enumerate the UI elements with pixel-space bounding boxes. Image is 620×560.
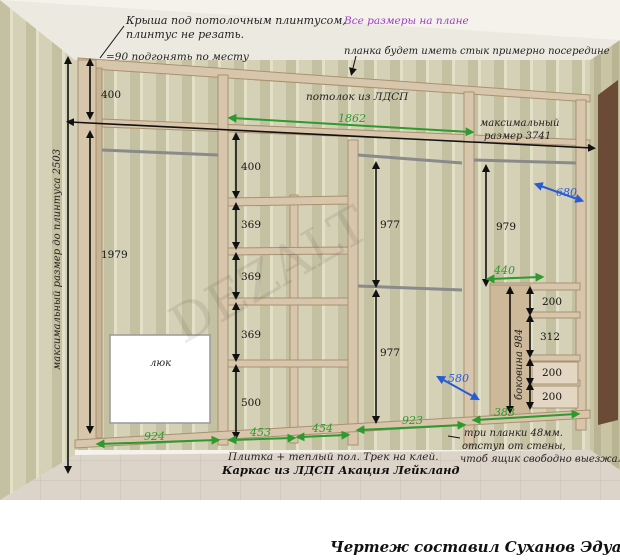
dim-924: 924	[144, 430, 165, 443]
dim-200-b: 200	[542, 367, 562, 379]
dim-400-top: 400	[101, 89, 121, 101]
note-max-size: максимальный	[480, 118, 560, 129]
dim-923: 923	[402, 414, 423, 427]
hatch-panel	[109, 334, 211, 424]
note-offset: отступ от стены,	[462, 441, 566, 452]
dim-453: 453	[249, 426, 271, 439]
dimension-lines-blue	[436, 182, 585, 401]
dim-580: 580	[448, 372, 469, 385]
note-roof-2: плинтус не резать.	[126, 28, 244, 41]
dim-400-a: 400	[241, 161, 261, 173]
note-roof: Крыша под потолочным плинтусом,	[125, 14, 346, 27]
dim-200-a: 200	[542, 296, 562, 308]
leader-lines	[99, 25, 461, 439]
dim-369-a: 369	[241, 219, 261, 231]
note-floor: Плитка + теплый пол. Трек на клей.	[227, 451, 439, 463]
note-drawer: чтоб ящик свободно выезжал	[460, 454, 620, 465]
note-fit: =90 подгонять по месту	[106, 51, 250, 63]
dim-454: 454	[311, 422, 333, 435]
dim-1979: 1979	[101, 249, 128, 261]
dim-383: 383	[494, 406, 515, 419]
note-all-sizes: Все размеры на плане	[343, 15, 469, 27]
dim-977-b: 977	[380, 347, 400, 359]
note-hatch: люк	[150, 358, 171, 369]
dim-979: 979	[496, 221, 516, 233]
dimension-lines-black	[64, 56, 596, 474]
dim-200-c: 200	[542, 391, 562, 403]
note-plank-joint: планка будет иметь стык примерно посеред…	[344, 46, 610, 57]
dim-440: 440	[493, 264, 515, 277]
dim-500: 500	[241, 397, 261, 409]
note-side-wall: боковина 984	[514, 329, 525, 400]
dim-369-b: 369	[241, 271, 261, 283]
note-side-max: максимальный размер до плинтуса 2503	[52, 149, 63, 370]
dim-369-c: 369	[241, 329, 261, 341]
dim-1862: 1862	[338, 112, 366, 125]
note-ceiling: потолок из ЛДСП	[306, 91, 409, 103]
note-max-size-2: размер 3741	[484, 131, 551, 142]
author-credit: Чертеж составил Суханов Эдуард	[330, 538, 620, 556]
note-frame: Каркас из ЛДСП Акация Лейкланд	[221, 463, 460, 477]
dim-977-a: 977	[380, 219, 400, 231]
dim-312: 312	[540, 331, 560, 343]
note-planks: три планки 48мм.	[464, 428, 563, 439]
dim-680: 680	[556, 186, 577, 199]
dimension-lines-green	[95, 113, 581, 449]
